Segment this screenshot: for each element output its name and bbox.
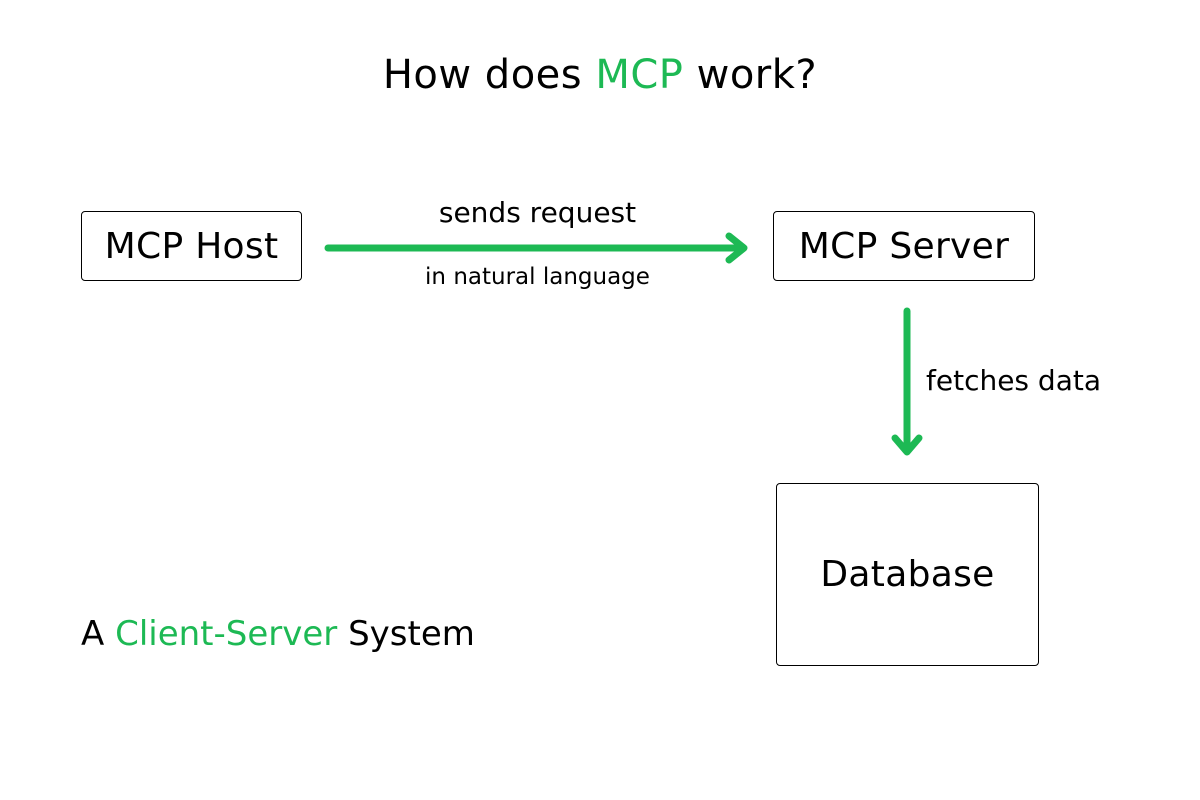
caption-highlight: Client-Server — [115, 614, 338, 654]
system-caption: A Client-Server System — [81, 614, 475, 654]
natural-language-label: in natural language — [425, 264, 650, 290]
mcp-host-label: MCP Host — [104, 225, 279, 267]
arrow-server-to-database — [891, 307, 923, 456]
fetches-data-label: fetches data — [926, 364, 1101, 397]
mcp-host-node: MCP Host — [81, 211, 302, 281]
mcp-server-node: MCP Server — [773, 211, 1035, 281]
caption-suffix: System — [337, 614, 475, 654]
title-suffix: work? — [683, 52, 818, 98]
diagram-title: How does MCP work? — [0, 52, 1200, 98]
mcp-server-label: MCP Server — [798, 225, 1010, 267]
database-label: Database — [820, 554, 995, 595]
title-highlight: MCP — [595, 52, 684, 98]
sends-request-label: sends request — [438, 196, 637, 229]
database-node: Database — [776, 483, 1039, 666]
caption-prefix: A — [81, 614, 116, 654]
arrow-host-to-server — [324, 232, 748, 264]
title-prefix: How does — [382, 52, 596, 98]
